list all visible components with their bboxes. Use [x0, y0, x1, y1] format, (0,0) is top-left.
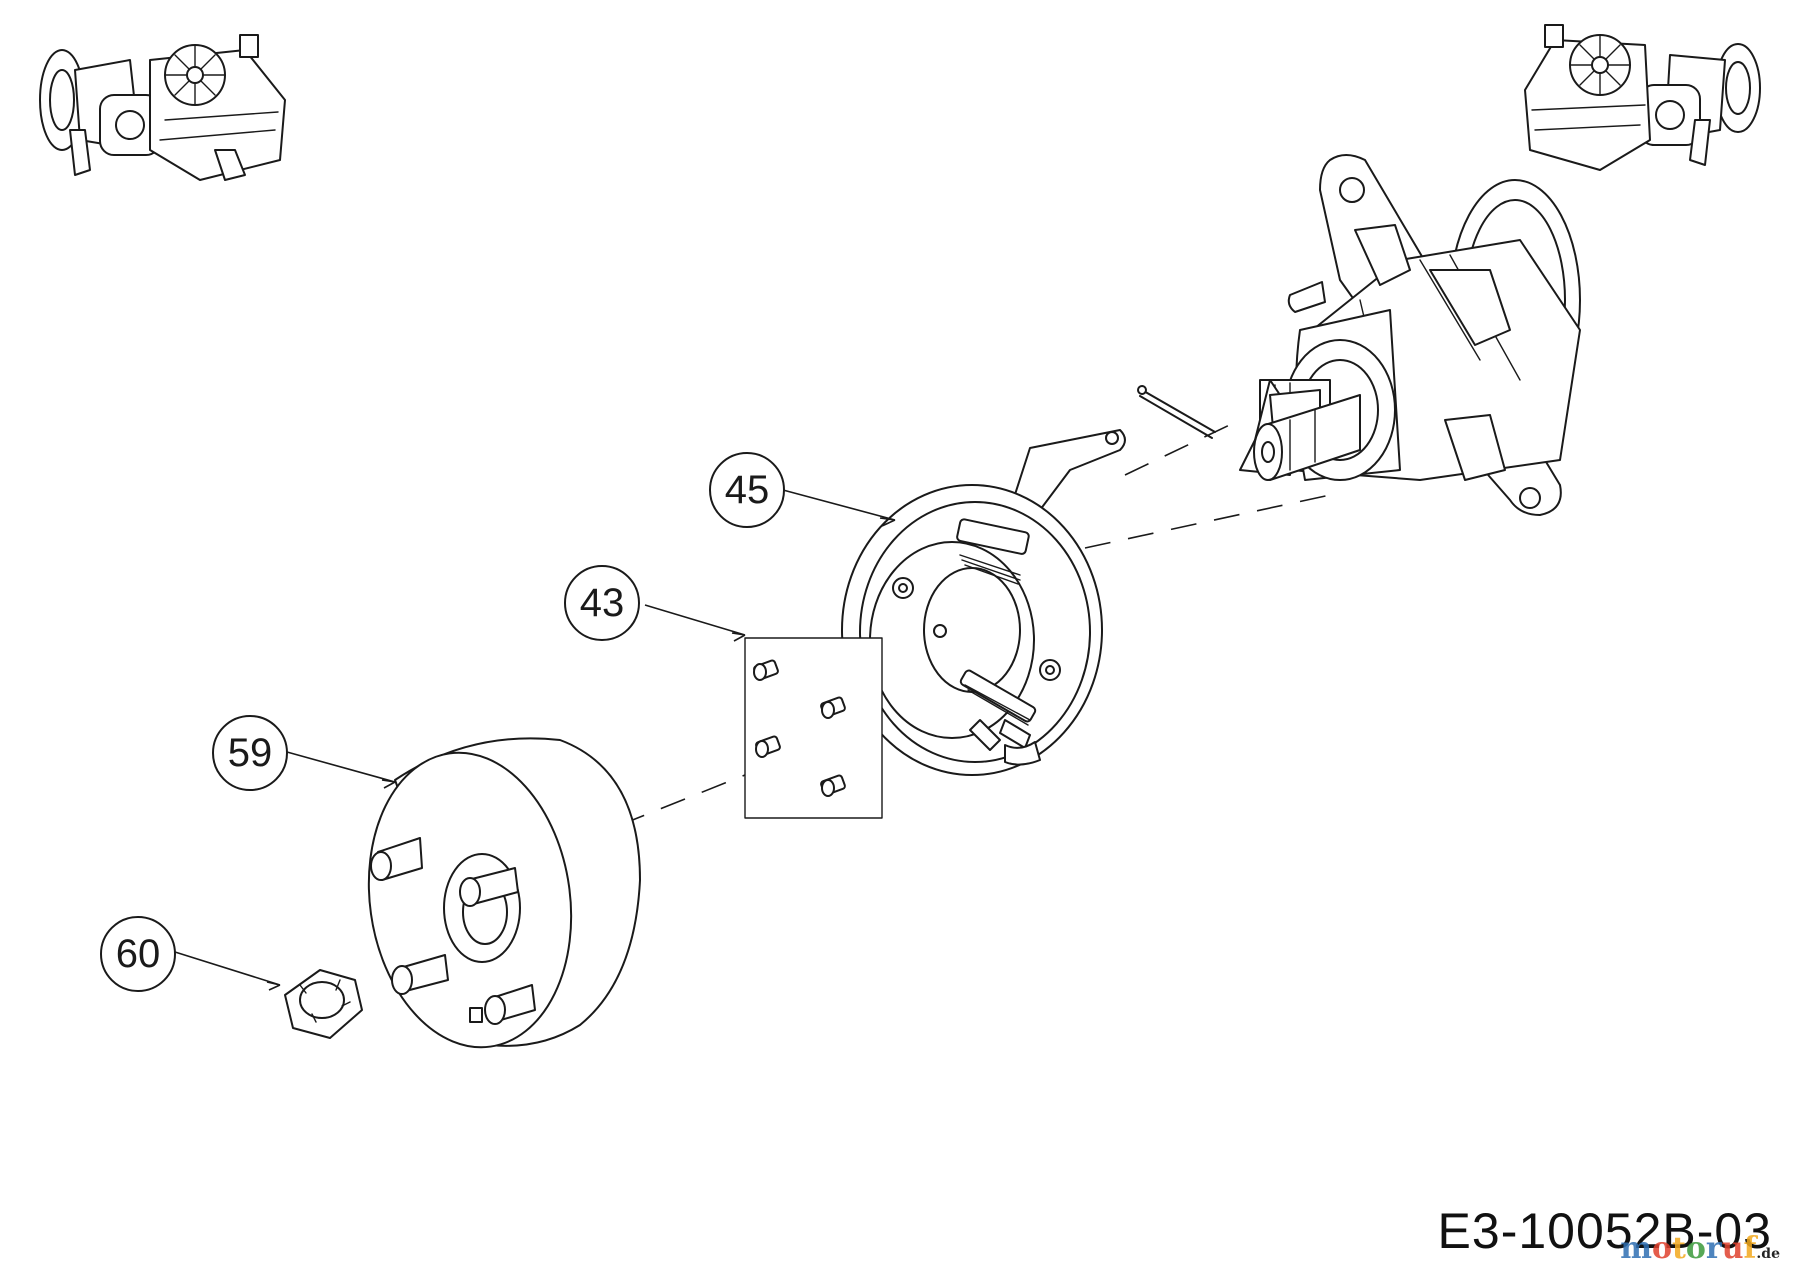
bolt: [820, 696, 846, 719]
leader-59: [286, 751, 396, 789]
bolt: [755, 735, 781, 758]
axle-housing-icon: [1239, 154, 1581, 516]
callout-59: 59: [212, 715, 288, 791]
watermark-tld: .de: [1756, 1246, 1780, 1262]
transmission-thumbnail-right-icon: [1524, 24, 1761, 171]
callout-60: 60: [100, 916, 176, 992]
callout-45: 45: [709, 452, 785, 528]
svg-text:60: 60: [116, 932, 161, 976]
axle-shaft: [1253, 394, 1361, 481]
drawing-code: E3-10052B-03: [1437, 1203, 1772, 1259]
svg-text:45: 45: [725, 468, 770, 512]
svg-text:59: 59: [228, 731, 273, 775]
leader-43: [644, 604, 746, 642]
bolt-kit-icon: [744, 637, 883, 819]
leader-60: [174, 951, 281, 991]
bolt: [753, 659, 779, 681]
bolt: [820, 774, 846, 797]
svg-text:43: 43: [580, 581, 625, 625]
brake-shoe-assembly-icon: [841, 429, 1126, 776]
brake-drum-hub-icon: [367, 737, 641, 1049]
assembly-guide-lines: [619, 419, 1331, 826]
leader-45: [782, 489, 896, 527]
key-icon: [1287, 281, 1326, 313]
castle-nut-icon: [284, 969, 363, 1039]
callout-43: 43: [564, 565, 640, 641]
watermark-name: motoruf: [1620, 1231, 1757, 1266]
watermark-logo: motoruf.de: [1620, 1231, 1780, 1266]
transmission-thumbnail-left-icon: [39, 34, 286, 181]
cotter-pin-icon: [1137, 385, 1216, 439]
